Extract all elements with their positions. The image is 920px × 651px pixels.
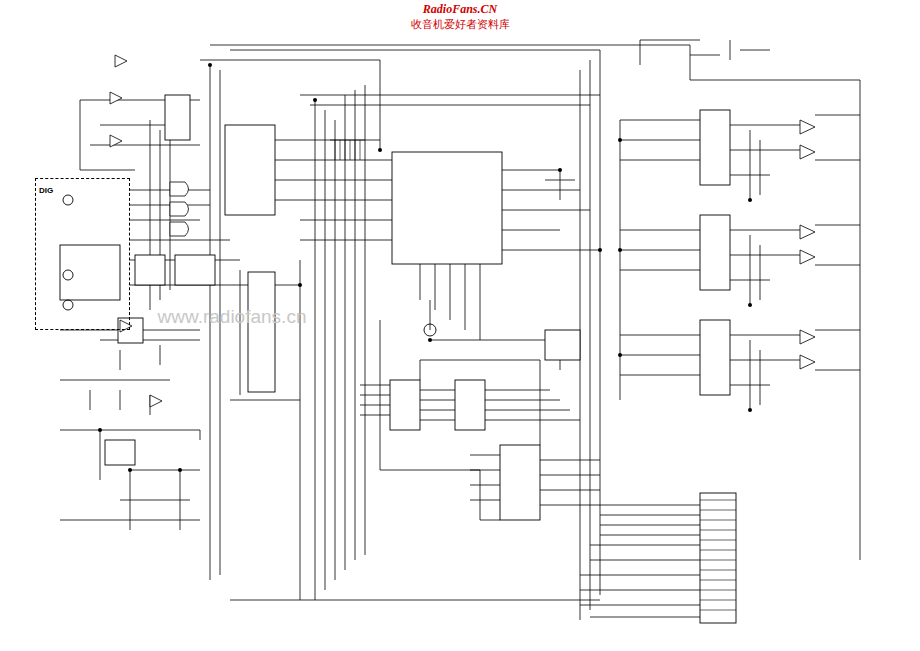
schematic-path xyxy=(170,182,189,236)
schematic-rect xyxy=(545,330,580,360)
schematic-rect xyxy=(225,125,275,215)
schematic-rect xyxy=(165,95,190,140)
schematic-path xyxy=(700,500,736,610)
schematic-path xyxy=(620,120,700,400)
schematic-circle xyxy=(313,98,317,102)
schematic-rect xyxy=(392,152,502,264)
schematic-circle xyxy=(598,248,602,252)
schematic-path xyxy=(420,360,580,445)
schematic-circle xyxy=(618,138,622,142)
opamp-symbols xyxy=(110,55,815,407)
schematic-path xyxy=(420,264,560,370)
schematic-path xyxy=(815,115,860,370)
schematic-circle xyxy=(208,63,212,67)
schematic-circle xyxy=(63,270,73,280)
schematic-circle xyxy=(63,195,73,205)
schematic-circle xyxy=(428,338,432,342)
schematic-path xyxy=(800,120,815,369)
schematic-rect xyxy=(700,110,730,185)
schematic-circle xyxy=(63,300,73,310)
schematic-rect xyxy=(390,380,420,430)
schematic-path xyxy=(502,170,600,250)
schematic-circle xyxy=(558,168,562,172)
schematic-path xyxy=(210,45,860,620)
schematic-rect xyxy=(105,440,135,465)
schematic-circle xyxy=(618,248,622,252)
schematic-rect xyxy=(700,320,730,395)
schematic-path xyxy=(640,40,770,65)
ic-packages xyxy=(60,95,736,623)
schematic-rect xyxy=(135,255,165,285)
schematic-circle xyxy=(128,468,132,472)
schematic-rect xyxy=(248,272,275,392)
schematic-path xyxy=(275,140,392,240)
schematic-rect xyxy=(455,380,485,430)
schematic-path xyxy=(330,140,365,160)
pin-stubs xyxy=(330,140,736,610)
schematic-rect xyxy=(60,245,120,300)
schematic-circle xyxy=(178,468,182,472)
watermark-chinese: 收音机爱好者资料库 xyxy=(411,17,510,32)
schematic-path xyxy=(110,55,162,407)
schematic-circle xyxy=(378,148,382,152)
watermark-url: www.radiofans.cn xyxy=(158,306,307,328)
junction-dots xyxy=(98,63,752,472)
schematic-rect xyxy=(700,215,730,290)
schematic-path xyxy=(300,85,600,600)
schematic-circle xyxy=(424,324,436,336)
wires xyxy=(60,40,860,620)
schematic-rect xyxy=(500,445,540,520)
watermark-site: RadioFans.CN xyxy=(423,2,497,17)
schematic-path xyxy=(60,430,200,530)
schematic-path xyxy=(730,125,800,385)
module-label: DIG xyxy=(36,184,56,197)
schematic-rect xyxy=(175,255,215,285)
schematic-circle xyxy=(748,408,752,412)
dashed-module-box: DIG xyxy=(35,178,130,330)
schematic-circle xyxy=(748,303,752,307)
schematic-circle xyxy=(618,353,622,357)
schematic-rect xyxy=(700,493,736,623)
schematic-circle xyxy=(748,198,752,202)
transistor-and-jacks xyxy=(63,195,436,336)
schematic-circle xyxy=(98,428,102,432)
schematic-circle xyxy=(298,283,302,287)
schematic-path xyxy=(750,130,760,410)
schematic-path xyxy=(150,60,380,580)
